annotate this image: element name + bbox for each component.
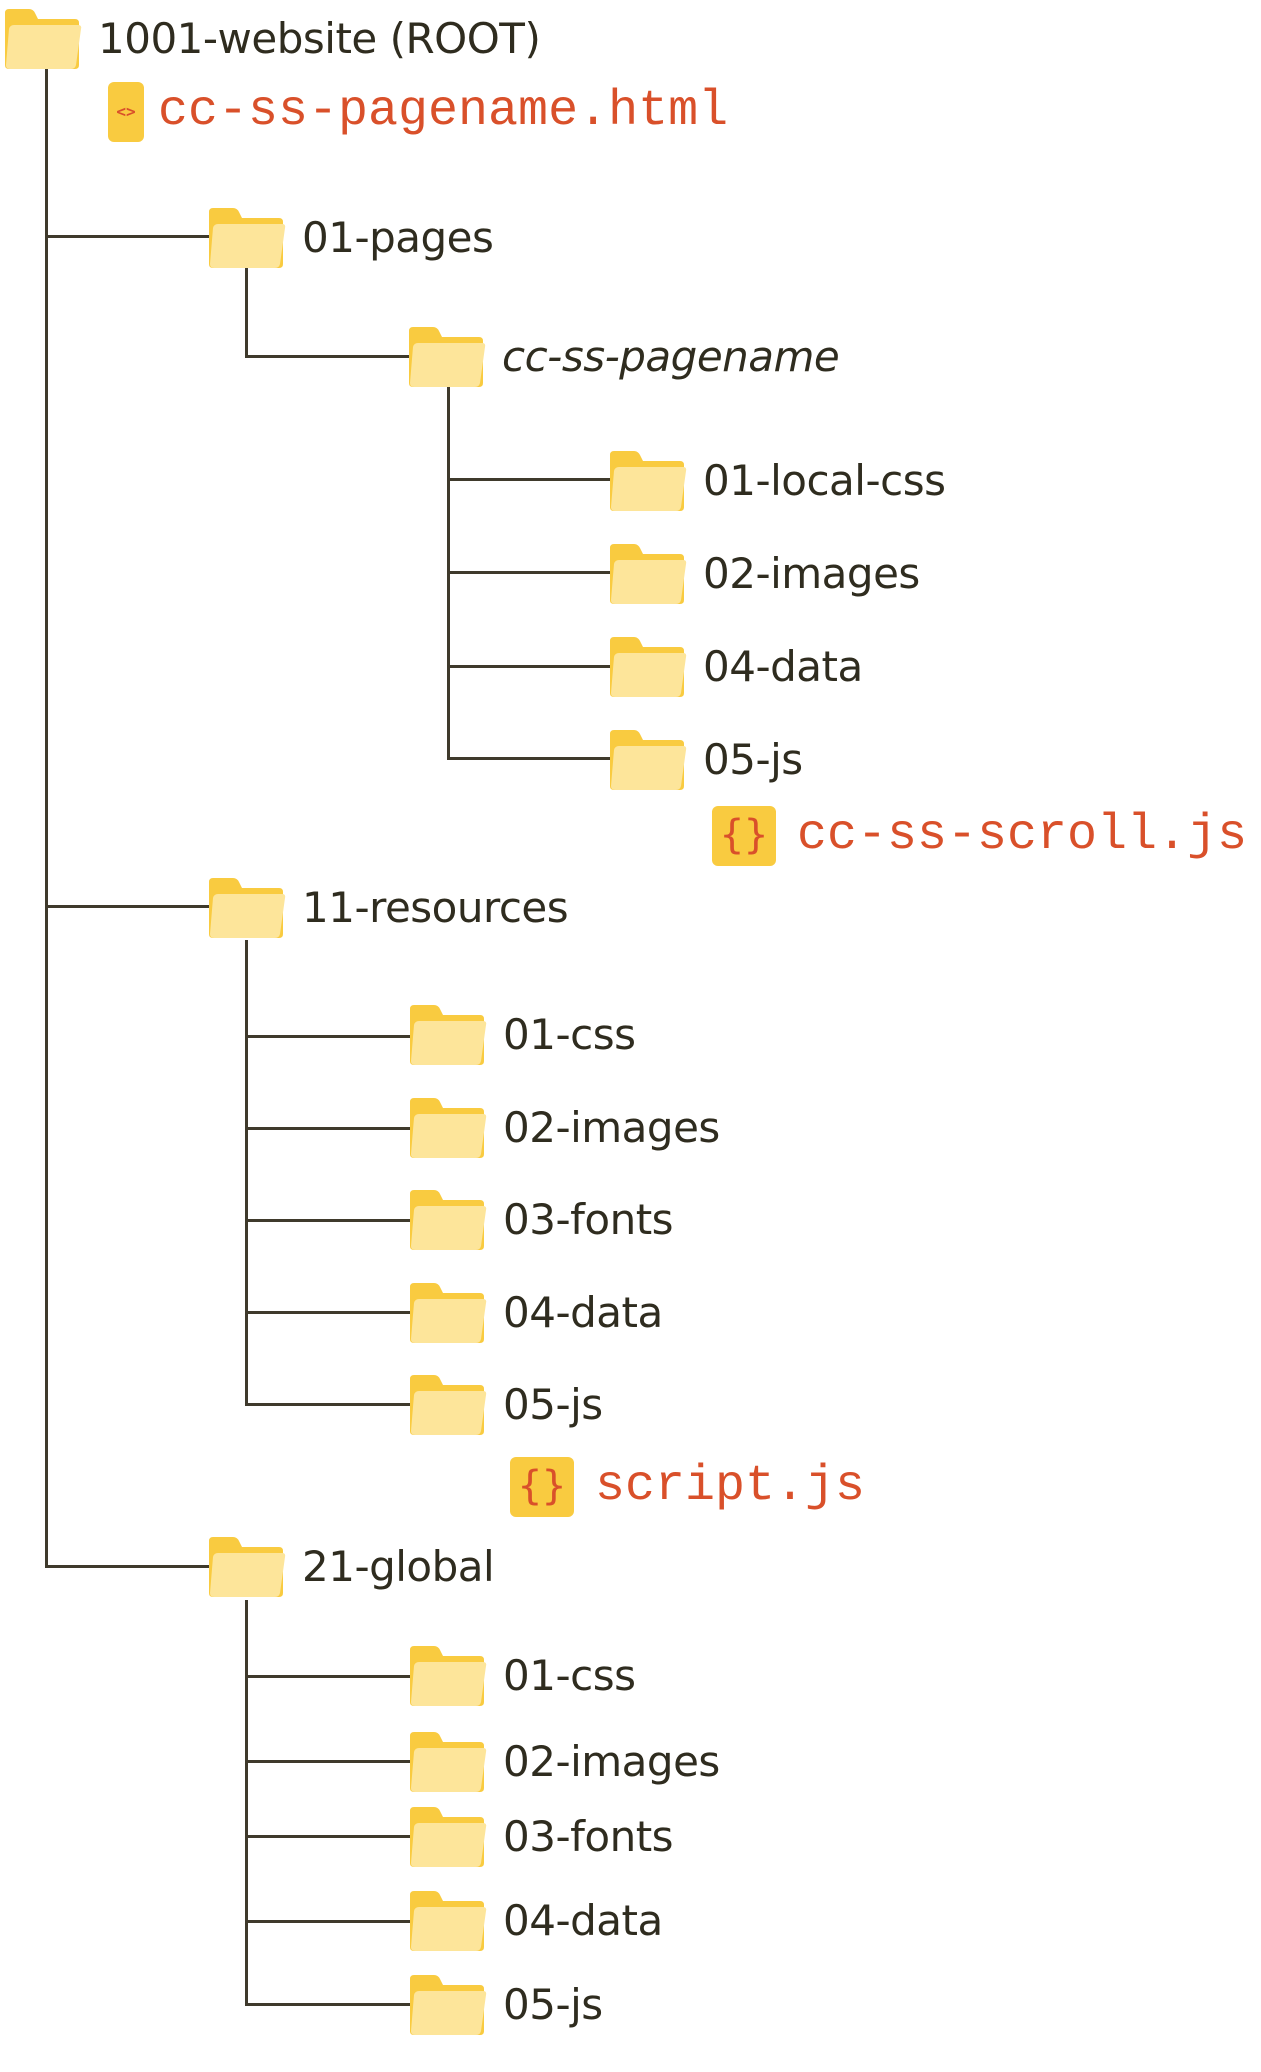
file-name: cc-ss-scroll.js <box>797 807 1248 864</box>
branch-line <box>45 235 210 238</box>
folder-icon <box>408 1973 488 2038</box>
branch-line <box>447 757 612 760</box>
folder-label: 03-fonts <box>503 1812 674 1861</box>
branch-line <box>447 478 612 481</box>
folder-icon <box>408 1889 488 1954</box>
folder-icon <box>608 635 688 700</box>
folder-label: 02-images <box>503 1103 720 1152</box>
folder-icon <box>408 1003 488 1068</box>
pages-trunk-line <box>245 268 248 358</box>
branch-line <box>45 1565 210 1568</box>
branch-line <box>245 1920 410 1923</box>
folder-icon <box>408 1188 488 1253</box>
folder-label: 03-fonts <box>503 1195 674 1244</box>
folder-icon <box>408 1644 488 1709</box>
folder-label: 11-resources <box>302 883 569 932</box>
folder-icon <box>207 876 287 941</box>
folder-icon <box>207 206 287 271</box>
root-trunk-line <box>45 60 48 1568</box>
folder-label: 05-js <box>703 735 803 784</box>
folder-label: 05-js <box>503 1380 603 1429</box>
folder-label: 21-global <box>302 1542 495 1591</box>
folder-label: 01-css <box>503 1010 636 1059</box>
folder-label: 02-images <box>703 549 920 598</box>
js-file-icon: {} <box>510 1457 574 1517</box>
branch-line <box>45 905 210 908</box>
folder-icon <box>608 542 688 607</box>
folder-icon <box>3 7 83 72</box>
file-name: script.js <box>595 1458 866 1515</box>
branch-line <box>447 571 612 574</box>
js-file-icon: {} <box>712 806 776 866</box>
branch-line <box>245 1835 410 1838</box>
file-name: cc-ss-pagename.html <box>158 83 729 140</box>
folder-label: cc-ss-pagename <box>502 332 840 381</box>
folder-icon <box>608 449 688 514</box>
folder-label: 04-data <box>503 1288 663 1337</box>
folder-icon <box>407 325 487 390</box>
html-file-icon: <> <box>108 82 144 142</box>
folder-label: 01-pages <box>302 213 494 262</box>
folder-icon <box>408 1373 488 1438</box>
branch-line <box>245 2003 410 2006</box>
folder-icon <box>408 1096 488 1161</box>
folder-icon <box>408 1730 488 1795</box>
branch-line <box>245 355 410 358</box>
folder-label: 01-local-css <box>703 456 946 505</box>
branch-line <box>245 1403 410 1406</box>
branch-line <box>245 1035 410 1038</box>
folder-icon <box>608 728 688 793</box>
folder-icon <box>207 1535 287 1600</box>
branch-line <box>245 1127 410 1130</box>
folder-icon <box>408 1281 488 1346</box>
folder-icon <box>408 1805 488 1870</box>
branch-line <box>245 1219 410 1222</box>
branch-line <box>245 1760 410 1763</box>
branch-line <box>245 1675 410 1678</box>
branch-line <box>447 665 612 668</box>
resources-trunk-line <box>245 940 248 1403</box>
folder-label: 1001-website (ROOT) <box>98 14 541 63</box>
folder-label: 04-data <box>703 642 863 691</box>
folder-label: 02-images <box>503 1737 720 1786</box>
folder-label: 04-data <box>503 1896 663 1945</box>
folder-label: 05-js <box>503 1980 603 2029</box>
branch-line <box>245 1311 410 1314</box>
global-trunk-line <box>245 1600 248 2006</box>
folder-label: 01-css <box>503 1651 636 1700</box>
